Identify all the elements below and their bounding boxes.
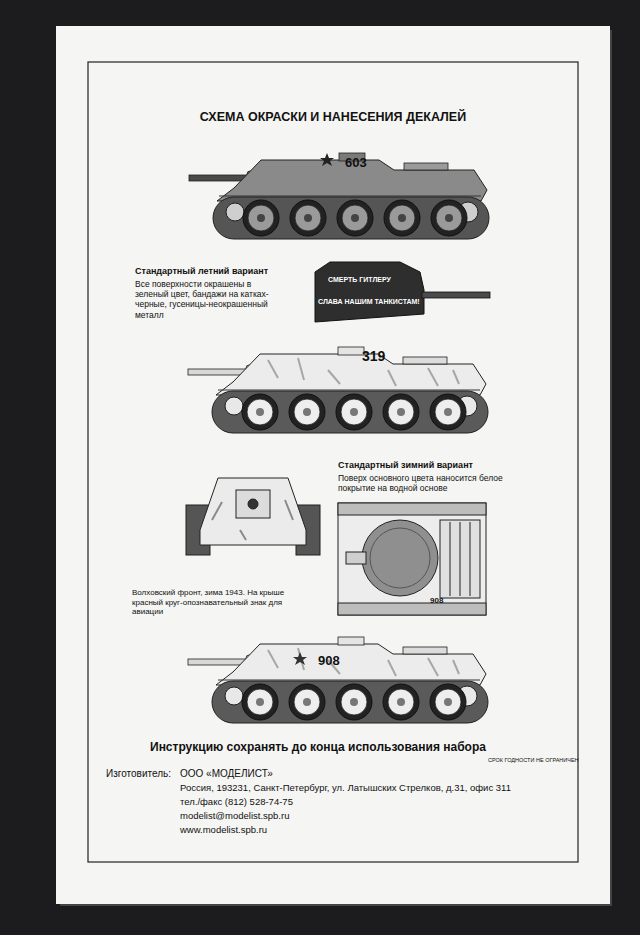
shelf-life-note: СРОК ГОДНОСТИ НЕ ОГРАНИЧЕН [488, 757, 579, 764]
maker-phone: тел./факс (812) 528-74-75 [180, 796, 293, 807]
scheme-note: Все поверхности окрашены в зеленый цвет,… [135, 279, 285, 320]
scheme-heading: Стандартный летний вариант [135, 266, 268, 277]
instruction-note: Инструкцию сохранять до конца использова… [150, 740, 486, 754]
maker-address: Россия, 193231, Санкт-Петербург, ул. Лат… [180, 782, 511, 793]
maker-site: www.modelist.spb.ru [180, 824, 267, 835]
sheet-title: СХЕМА ОКРАСКИ И НАНЕСЕНИЯ ДЕКАЛЕЙ [88, 110, 578, 125]
hull-number: 603 [345, 155, 367, 171]
slogan: СМЕРТЬ ГИТЛЕРУ [328, 276, 391, 284]
hull-number: 908 [430, 596, 443, 606]
maker-email: modelist@modelist.spb.ru [180, 810, 289, 821]
hull-number: 319 [362, 348, 385, 365]
slogan: СЛАВА НАШИМ ТАНКИСТАМ! [318, 298, 420, 306]
maker-name: ООО «МОДЕЛИСТ» [180, 768, 273, 780]
hull-number: 908 [318, 653, 340, 669]
scheme-note: Волховский фронт, зима 1943. На крыше кр… [132, 588, 307, 617]
scheme-heading: Стандартный зимний вариант [338, 460, 473, 471]
scheme-note: Поверх основного цвета наносится белое п… [338, 473, 518, 493]
maker-label: Изготовитель: [106, 768, 171, 780]
